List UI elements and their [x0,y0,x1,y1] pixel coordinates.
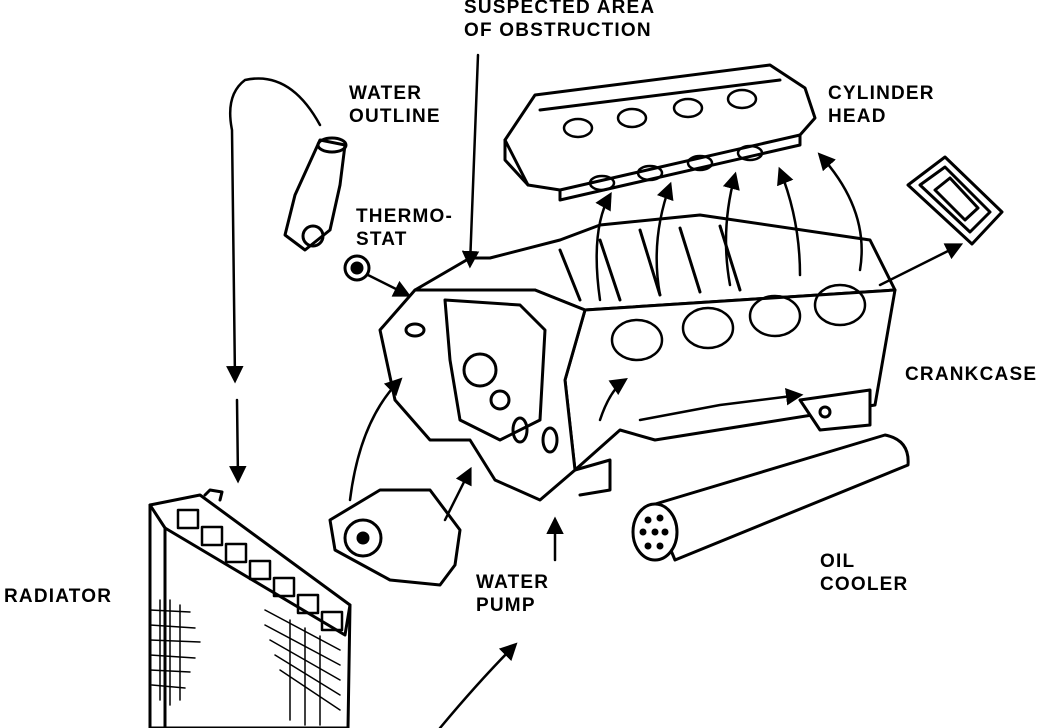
thermostat-line-2: STAT [356,229,408,250]
thermostat [343,254,371,282]
cylinder-head-line-2: HEAD [828,106,887,127]
crankcase-label: CRANKCASE [905,363,1037,386]
suspected-area-line-2: OF OBSTRUCTION [464,20,652,41]
head-gasket [906,155,1004,246]
oil-cooler [573,388,910,562]
crankcase-line-1: CRANKCASE [905,364,1038,385]
radiator-line-1: RADIATOR [4,586,113,607]
engine-block [378,213,897,502]
suspected-area-line-1: SUSPECTED AREA [464,0,656,18]
radiator [148,488,352,728]
suspected-area-label: SUSPECTED AREA OF OBSTRUCTION [464,0,655,42]
coolant-flow-arrows [226,53,964,728]
thermostat-line-1: THERMO- [356,206,454,227]
oil-cooler-line-1: OIL [820,551,856,572]
water-outline-label: WATER OUTLINE [349,82,441,128]
cylinder-head [503,63,817,202]
radiator-label: RADIATOR [4,585,112,608]
water-outline-housing [283,136,348,252]
water-pump-line-2: PUMP [476,595,536,616]
thermostat-label: THERMO- STAT [356,205,453,251]
oil-cooler-label: OIL COOLER [820,550,908,596]
water-pump [328,488,462,587]
water-outline-line-2: OUTLINE [349,106,441,127]
cylinder-head-line-1: CYLINDER [828,83,935,104]
oil-cooler-line-2: COOLER [820,574,909,595]
water-pump-line-1: WATER [476,572,550,593]
cylinder-head-label: CYLINDER HEAD [828,82,935,128]
water-pump-label: WATER PUMP [476,571,549,617]
water-outline-line-1: WATER [349,83,423,104]
